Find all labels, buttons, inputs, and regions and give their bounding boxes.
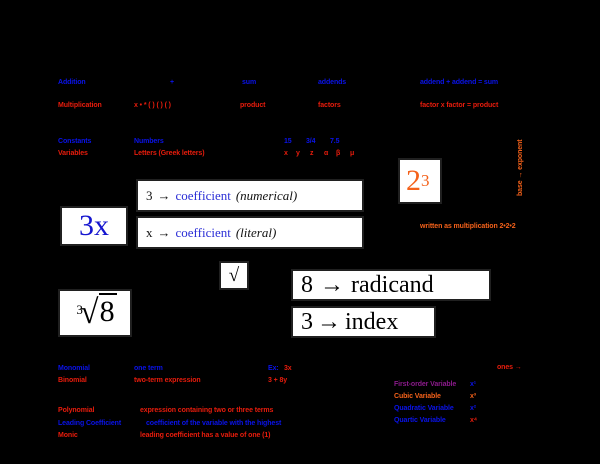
exponent-power: 3 — [421, 171, 430, 190]
degree-item-quadratic: Quadratic Variable — [394, 405, 454, 412]
cube-root-radicand: 8 — [98, 293, 117, 328]
multiplication-row-parts: factors — [318, 102, 341, 109]
radicand-value: 8 — [301, 271, 313, 298]
multiplication-row-name: Multiplication — [58, 102, 102, 109]
degree-item-first-order-power: x¹ — [470, 381, 477, 388]
coefficient-literal-value: x — [146, 224, 153, 240]
monomial-label: Monomial — [58, 365, 90, 372]
coefficient-literal-term: coefficient — [175, 224, 231, 240]
binomial-definition: two-term expression — [134, 377, 201, 384]
coefficient-literal-box: x → coefficient (literal) — [136, 216, 364, 249]
degree-item-quartic-power: x⁴ — [470, 417, 478, 424]
polynomial-definition: expression containing two or three terms — [140, 407, 274, 414]
addition-row-parts: addends — [318, 79, 347, 86]
monomial-example-label: Ex: — [268, 365, 279, 372]
degree-item-first-order: First-order Variable — [394, 381, 457, 388]
constants-example-3: 7.5 — [330, 138, 340, 145]
coefficient-numerical-arrow-icon: → — [157, 187, 171, 203]
binomial-example: 3 + 8y — [268, 377, 288, 384]
cube-root-example-box: 3√8 — [58, 289, 132, 337]
cube-root-index: 3 — [76, 302, 83, 317]
cube-root-glyph: 3√8 — [73, 293, 117, 331]
constants-definition: Numbers — [134, 138, 164, 145]
radical-symbol-box: √ — [219, 261, 249, 290]
constants-example-2: 3/4 — [306, 138, 316, 145]
constants-label: Constants — [58, 138, 92, 145]
multiplication-row-sentence: factor x factor = product — [420, 102, 499, 109]
addition-row-symbol: + — [170, 79, 174, 86]
index-arrow-icon: → — [317, 308, 341, 335]
index-box: 3 → index — [291, 306, 436, 338]
multiplication-row-result: product — [240, 102, 266, 109]
degree-item-quadratic-power: x² — [470, 405, 477, 412]
coefficient-numerical-term: coefficient — [175, 187, 231, 203]
polynomial-label: Polynomial — [58, 407, 95, 414]
monomial-definition: one term — [134, 365, 163, 372]
coefficient-numerical-qualifier: (numerical) — [235, 187, 298, 203]
variables-example-4: α — [324, 150, 329, 157]
variables-label: Variables — [58, 150, 88, 157]
expression-box-label: 3x — [79, 209, 109, 242]
degree-item-quartic: Quartic Variable — [394, 417, 446, 424]
variables-example-1: x — [284, 150, 288, 157]
exponent-expansion-note: written as multiplication 2•2•2 — [420, 223, 516, 230]
monomial-example: 3x — [284, 365, 292, 372]
constants-example-1: 15 — [284, 138, 292, 145]
addition-row-name: Addition — [58, 79, 86, 86]
coefficient-numerical-box: 3 → coefficient (numerical) — [136, 179, 364, 212]
monic-definition: leading coefficient has a value of one (… — [140, 432, 271, 439]
variables-example-2: y — [296, 150, 300, 157]
radical-symbol-icon: √ — [228, 264, 240, 286]
exponent-base: 2 — [406, 164, 421, 197]
variables-example-3: z — [310, 150, 314, 157]
addition-row-sentence: addend + addend = sum — [420, 79, 499, 86]
coefficient-literal-qualifier: (literal) — [235, 224, 277, 240]
degree-list-heading: ones → — [497, 364, 522, 371]
coefficient-numerical-value: 3 — [146, 187, 153, 203]
multiplication-row-symbol: x • * ( ) ( ) ( ) — [134, 102, 171, 109]
expression-box-3x: 3x — [60, 206, 128, 246]
leading-coefficient-definition: coefficient of the variable with the hig… — [146, 420, 282, 427]
variables-example-5: β — [336, 150, 341, 157]
radicand-arrow-icon: → — [320, 271, 344, 298]
binomial-label: Binomial — [58, 377, 87, 384]
variables-example-6: μ — [350, 150, 355, 157]
coefficient-literal-arrow-icon: → — [157, 224, 171, 240]
radicand-box: 8 → radicand — [291, 269, 491, 301]
degree-item-cubic: Cubic Variable — [394, 393, 441, 400]
monic-label: Monic — [58, 432, 78, 439]
radicand-name: radicand — [351, 271, 434, 298]
cube-root-radical-icon: √ — [79, 294, 99, 331]
variables-definition: Letters (Greek letters) — [134, 150, 205, 157]
leading-coefficient-label: Leading Coefficient — [58, 420, 122, 427]
addition-row-result: sum — [242, 79, 257, 86]
index-value: 3 — [301, 308, 313, 335]
base-exponent-label: base → exponent — [517, 139, 524, 196]
degree-item-cubic-power: x³ — [470, 393, 477, 400]
index-name: index — [345, 308, 399, 335]
